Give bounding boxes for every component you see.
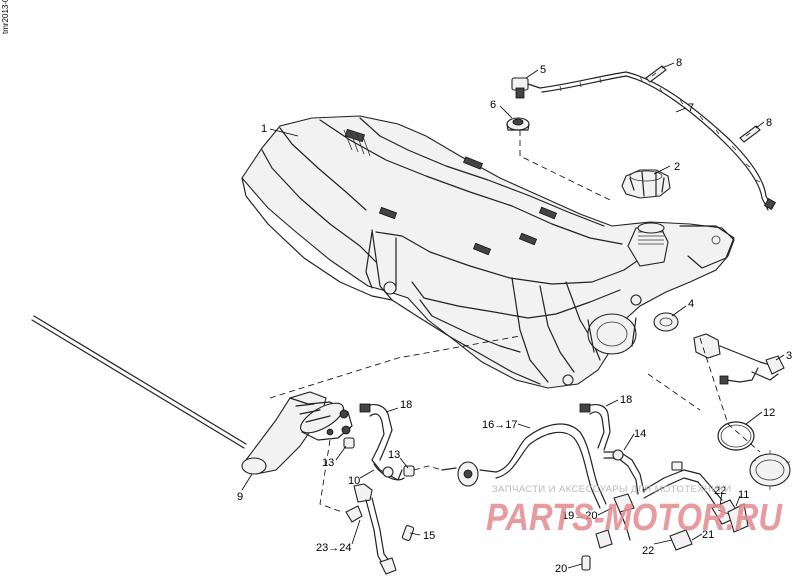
sensor-grommet [653,312,679,332]
connector-fitting [343,437,355,449]
callout-19-20: 19→20 [562,510,597,522]
in-line-filter [441,461,497,487]
hose-clip [645,65,667,83]
assembly-line [319,439,343,513]
callout-3: 3 [786,350,792,362]
filler-cap [621,169,671,199]
fuel-hose-elbow [579,403,611,451]
callout-14: 14 [634,428,646,440]
callout-labels: 1 2 3 4 5 6 7 8 8 9 10 11 12 13 13 14 15… [237,57,792,575]
hose-clamp [669,529,693,551]
fuel-level-sensor [693,333,785,385]
hose-clip [739,125,761,143]
assembly-line [519,130,611,201]
callout-15: 15 [423,530,435,542]
connector-fitting [403,465,415,477]
callout-2: 2 [674,161,680,173]
lock-ring [749,450,791,490]
callout-6: 6 [490,99,496,111]
grommet [506,117,530,131]
assembly-line [413,465,443,471]
callout-12: 12 [763,407,775,419]
fuel-hose-assembly [371,459,405,481]
callout-11: 11 [738,489,749,501]
callout-21: 21 [702,529,714,541]
breather-valve [511,77,541,99]
quick-connect-hose [345,483,397,575]
tank-strap-bracket [727,503,749,533]
watermark: ЗАПЧАСТИ И АКСЕССУАРЫ ДЛЯ МОТОТЕХНИКИ PA… [486,484,783,539]
callout-4: 4 [688,298,694,310]
quick-connect-fitting [581,555,591,571]
callout-23-24: 23→24 [316,542,351,554]
callout-16-17: 16→17 [482,419,517,431]
fuel-line [495,423,607,509]
hose-clamp-small [401,525,415,541]
callout-20: 20 [555,563,567,575]
fuel-hose-elbow [359,403,393,461]
callout-1: 1 [261,123,267,135]
document-id: tmr2013-015-003_a [1,0,10,34]
vent-hose [539,71,777,211]
callout-8a: 8 [676,57,682,69]
fuel-pump [31,315,353,475]
hose-connector-assembly [595,461,723,549]
callout-8b: 8 [766,117,772,129]
callout-5: 5 [540,64,546,76]
callout-9: 9 [237,491,243,503]
watermark-logo: PARTS-MOTOR.RU [486,497,783,539]
callout-22a: 22 [714,485,726,497]
o-ring-seal [717,421,755,451]
watermark-tagline: ЗАПЧАСТИ И АКСЕССУАРЫ ДЛЯ МОТОТЕХНИКИ [492,484,732,495]
fuel-tank [241,115,735,389]
assembly-line [647,373,701,411]
callout-13b: 13 [388,449,400,461]
callout-18a: 18 [400,399,412,411]
fuel-hose [603,449,645,495]
callout-7: 7 [688,102,694,114]
assembly-line [269,335,521,399]
callout-10: 10 [348,475,360,487]
callout-13a: 13 [322,457,334,469]
assembly-line [699,337,761,453]
leader-lines [241,62,785,569]
callout-22b: 22 [642,545,654,557]
callout-18b: 18 [620,394,632,406]
